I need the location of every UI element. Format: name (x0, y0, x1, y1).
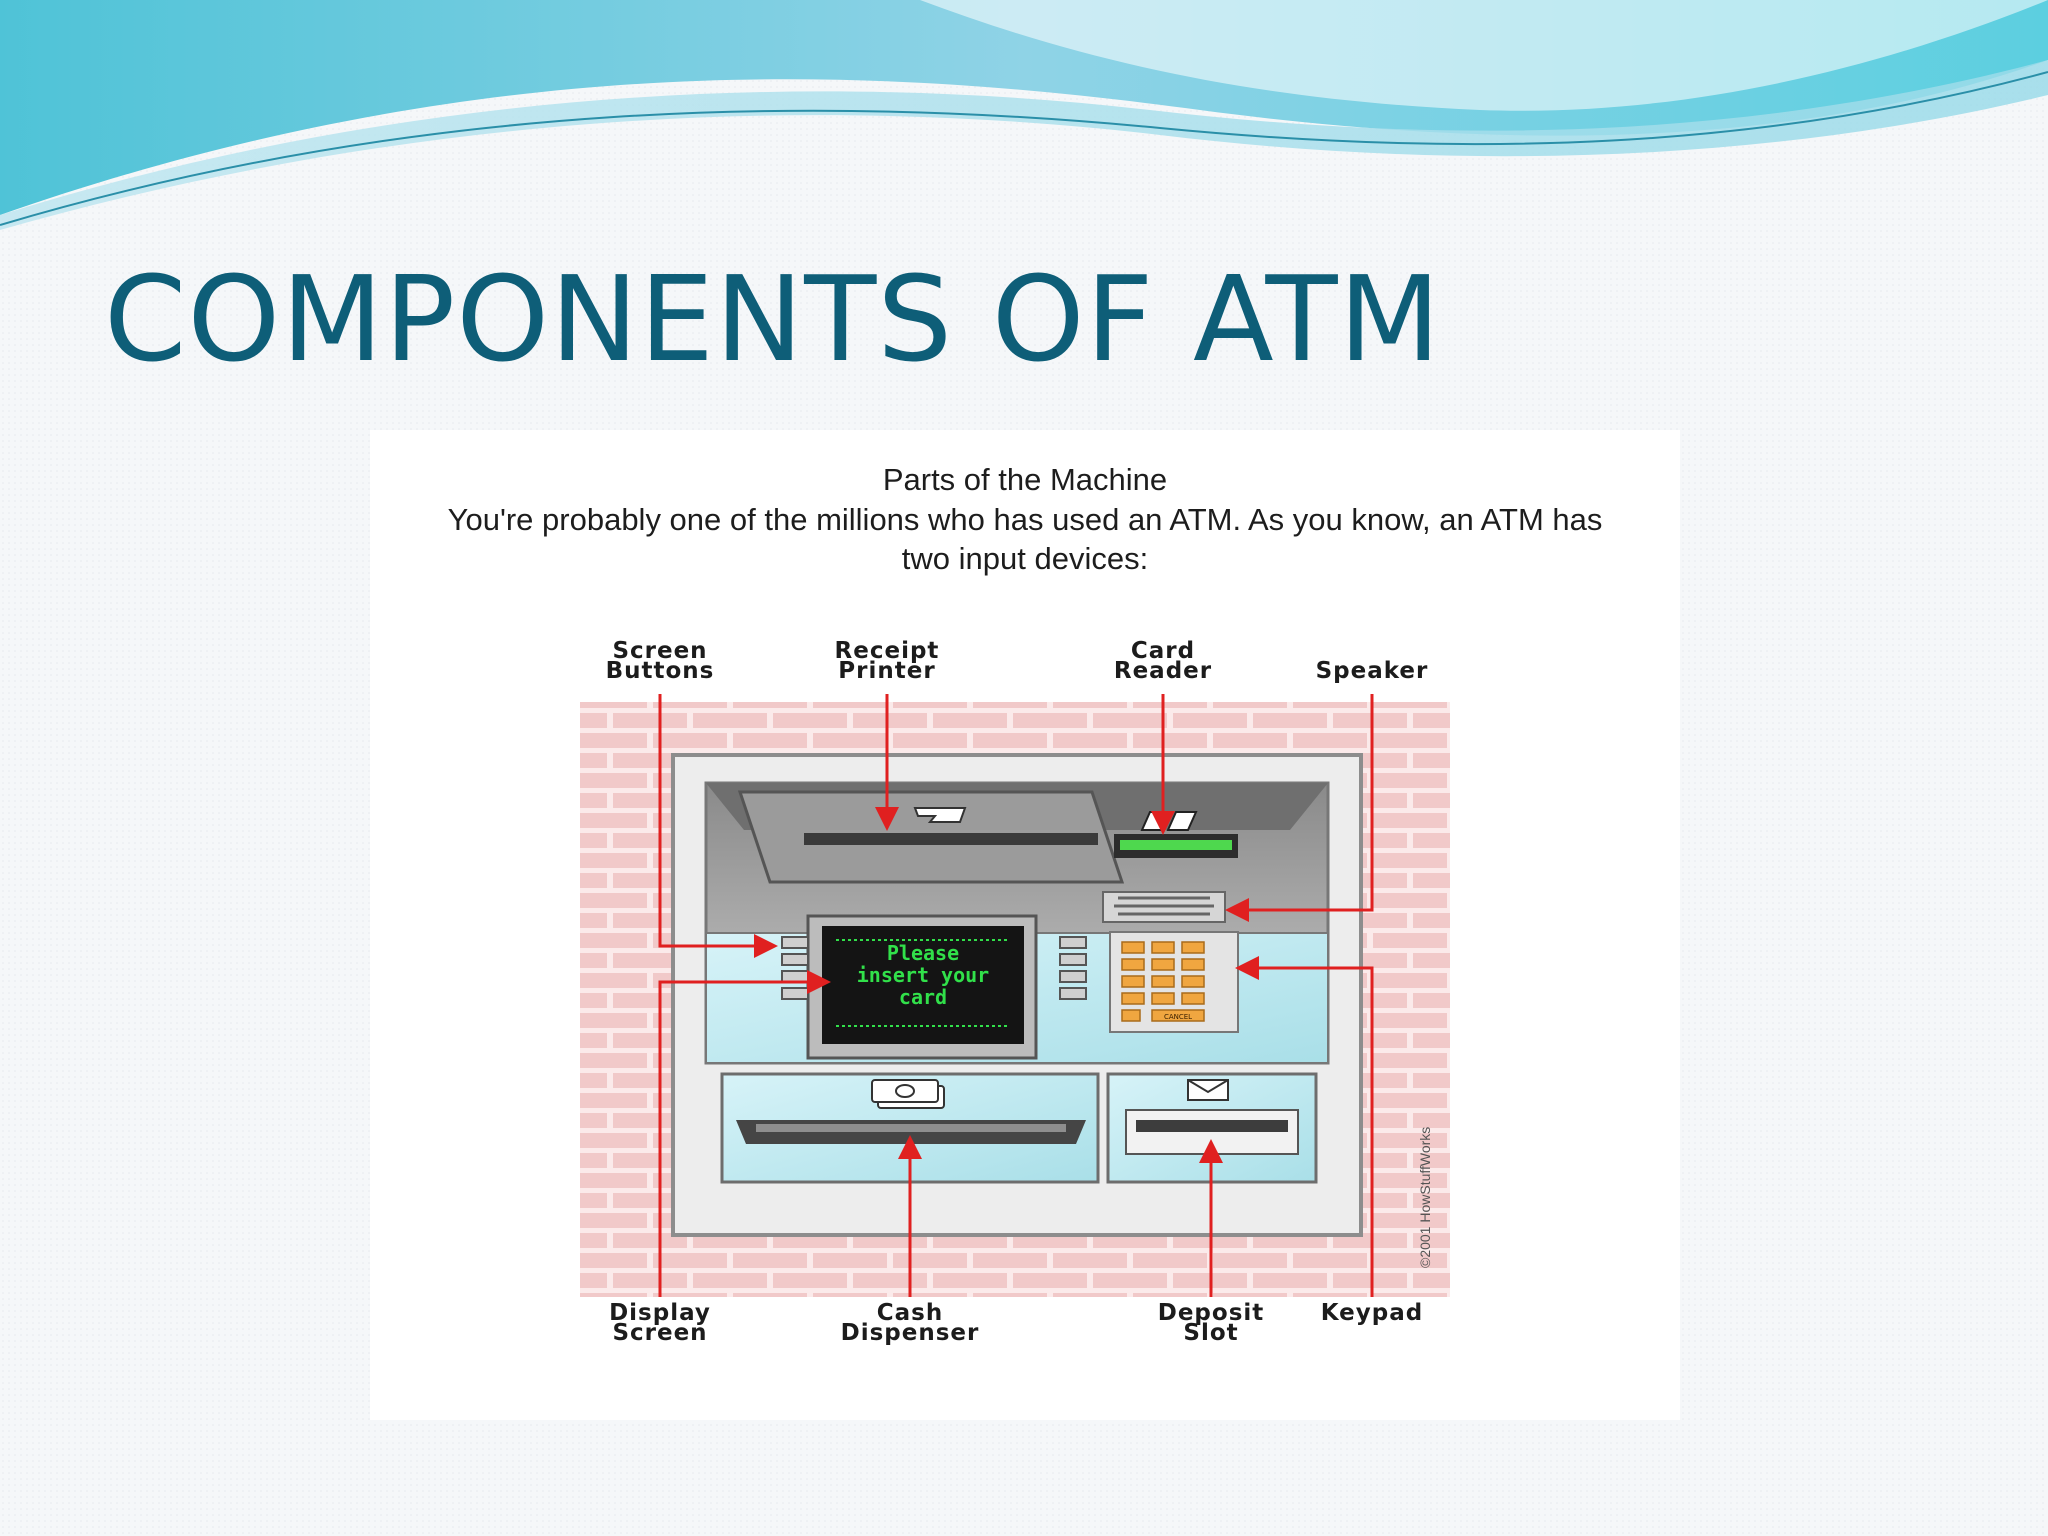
label-deposit-slot-2: Slot (1183, 1320, 1238, 1346)
label-display-screen-1: Display (609, 1300, 711, 1326)
keypad-cancel-label: CANCEL (1164, 1013, 1192, 1021)
atm-figure: Parts of the Machine You're probably one… (370, 430, 1680, 1420)
label-screen-buttons-2: Buttons (606, 658, 715, 684)
label-receipt-printer-1: Receipt (835, 638, 940, 664)
speaker-arrow (1225, 694, 1374, 922)
slide-title: COMPONENTS OF ATM (104, 250, 1442, 388)
display-screen-arrow (658, 970, 831, 1297)
atm-diagram: Please insert your card (580, 638, 1450, 1346)
screen-buttons-arrow (658, 694, 778, 958)
keypad-keys (1121, 941, 1205, 1022)
screen-buttons-right (1059, 936, 1087, 1000)
label-cash-dispenser-1: Cash (877, 1300, 943, 1326)
label-card-reader-2: Reader (1114, 658, 1212, 684)
label-speaker: Speaker (1316, 658, 1429, 684)
header-wave-decoration (0, 0, 2048, 230)
label-cash-dispenser-2: Dispenser (841, 1320, 980, 1346)
label-screen-buttons-1: Screen (612, 638, 707, 664)
copyright-text: ©2001 HowStuffWorks (1417, 1127, 1433, 1268)
screen-text-line-1: Please (887, 941, 959, 965)
figure-caption-line-2: two input devices: (901, 541, 1149, 576)
keypad-arrow (1235, 956, 1374, 1297)
label-receipt-printer-2: Printer (838, 658, 935, 684)
label-display-screen-2: Screen (612, 1320, 707, 1346)
figure-caption-line-1: You're probably one of the millions who … (447, 502, 1603, 537)
cash-icon (871, 1079, 945, 1109)
envelope-icon (1187, 1079, 1229, 1101)
label-card-reader-1: Card (1131, 638, 1195, 664)
speaker (1102, 891, 1226, 923)
label-keypad: Keypad (1321, 1300, 1423, 1326)
label-deposit-slot-1: Deposit (1158, 1300, 1265, 1326)
screen-text-line-2: insert your (857, 963, 989, 987)
figure-heading: Parts of the Machine (882, 462, 1168, 497)
screen-text-line-3: card (899, 985, 947, 1009)
